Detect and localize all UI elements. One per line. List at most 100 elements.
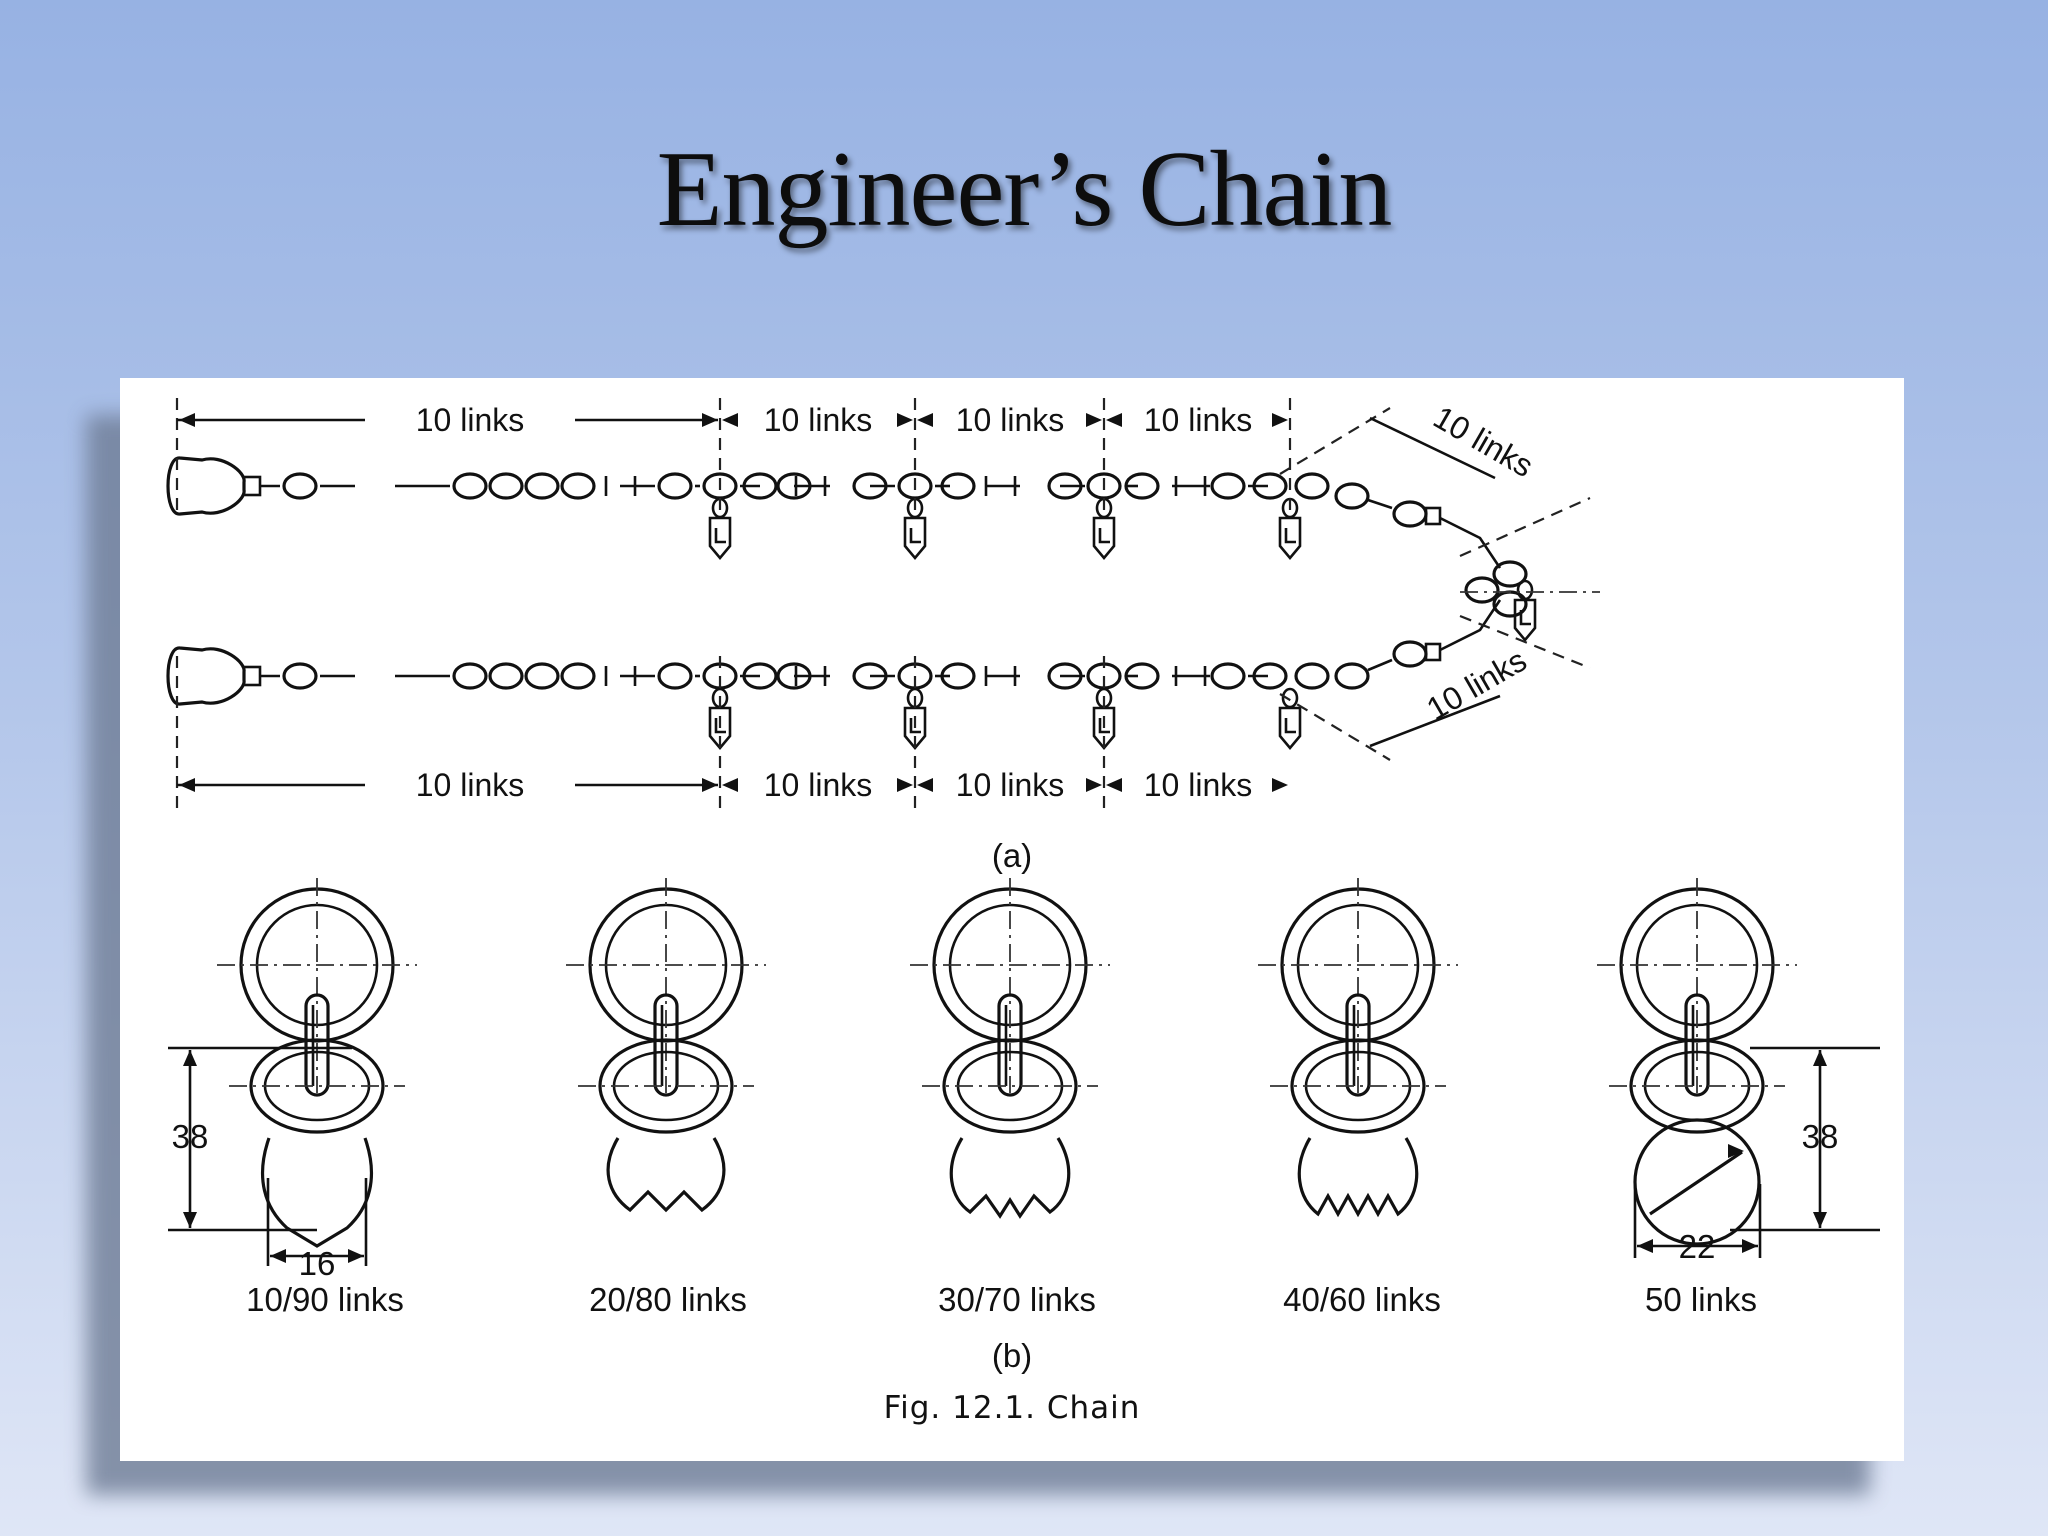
- link-bar: [1367, 658, 1393, 672]
- chain-ring: [452, 472, 488, 500]
- chain-handle: [166, 646, 246, 706]
- tally-tag: [1092, 516, 1116, 561]
- arrow-head: [348, 1249, 364, 1263]
- link-bar: [1439, 599, 1502, 652]
- chain-ring: [560, 472, 596, 500]
- chain-ring: [852, 472, 888, 500]
- extension-line: [1459, 496, 1591, 558]
- tally-lower-ring: [1629, 1038, 1765, 1134]
- arrow-head: [897, 413, 913, 427]
- chain-ring: [1334, 662, 1370, 690]
- arrow-head: [1272, 413, 1288, 427]
- top-dim-label-1: 10 links: [416, 402, 525, 438]
- tally-label-3: 30/70 links: [938, 1281, 1096, 1318]
- tally-lower-ring: [942, 1038, 1078, 1134]
- tally-connector: [997, 993, 1023, 1097]
- arrow-head: [917, 778, 933, 792]
- chain-ring: [1124, 662, 1160, 690]
- dim-16: 16: [299, 1245, 336, 1282]
- tally-tag: [1278, 516, 1302, 561]
- tally-mark: [1519, 610, 1531, 626]
- chain-handle: [166, 456, 246, 516]
- chain-diagram: 10 links 10 links 10 links 10 links 10 links…: [166, 398, 1880, 1426]
- tally-tag-body: [606, 1137, 726, 1213]
- handle-swivel: [242, 475, 262, 497]
- arrow-head: [179, 778, 195, 792]
- tally-mark: [714, 718, 726, 734]
- chain-ring: [657, 662, 693, 690]
- tally-lower-ring: [1290, 1038, 1426, 1134]
- handle-swivel: [242, 665, 262, 687]
- figure-panel: 10 links 10 links 10 links 10 links 10 links…: [120, 378, 1904, 1461]
- arrow-head: [722, 413, 738, 427]
- chain-ring: [560, 662, 596, 690]
- chain-ring: [1392, 640, 1428, 668]
- bottom-dim-label-1: 10 links: [416, 767, 525, 803]
- tally-tag-body: [1297, 1137, 1419, 1218]
- chain-ring: [1210, 472, 1246, 500]
- arrow-head: [917, 413, 933, 427]
- figure-caption: Fig. 12.1. Chain: [884, 1390, 1141, 1426]
- chain-ring: [1252, 662, 1288, 690]
- diag-dim-label-bottom: 10 links: [1421, 642, 1533, 727]
- tally-5: 50 links: [1597, 878, 1797, 1318]
- tally-mark: [1284, 718, 1296, 734]
- tally-3: 30/70 links: [910, 878, 1110, 1318]
- arrow-head: [1106, 778, 1122, 792]
- chain-ring: [1124, 472, 1160, 500]
- chain-ring: [282, 662, 318, 690]
- chain-ring: [1392, 500, 1428, 528]
- arrow-head: [179, 413, 195, 427]
- bottom-dim-label-2: 10 links: [764, 767, 873, 803]
- tally-connector: [1345, 993, 1371, 1097]
- chain-ring: [524, 662, 560, 690]
- chain-ring: [1047, 662, 1083, 690]
- arrow-head: [897, 778, 913, 792]
- tally-tag-body: [261, 1137, 373, 1248]
- tally-mark: [1284, 528, 1296, 544]
- figure-a-label: (a): [992, 837, 1032, 874]
- chain-ring: [1047, 472, 1083, 500]
- chain-layout-diagram: 10 links 10 links 10 links 10 links 10 links…: [166, 398, 1600, 813]
- tally-connector: [1684, 993, 1710, 1097]
- tally-connector: [653, 993, 679, 1097]
- tally-mark: [909, 718, 921, 734]
- figure-b-label: (b): [992, 1337, 1032, 1374]
- tally-tag: [708, 516, 732, 561]
- tally-tag: [1278, 706, 1302, 751]
- tally-tag: [903, 706, 927, 751]
- chain-ring: [1294, 662, 1330, 690]
- tally-tag: [1092, 706, 1116, 751]
- arrow-head: [270, 1249, 286, 1263]
- tally-tag-body: [949, 1137, 1071, 1219]
- chain-ring: [1464, 576, 1500, 604]
- slide-title: Engineer’s Chain: [656, 130, 1393, 249]
- chain-ring: [488, 662, 524, 690]
- arrow-head: [1106, 413, 1122, 427]
- arrow-head: [183, 1050, 197, 1066]
- tally-ring: [1516, 579, 1534, 601]
- top-chain-row: [166, 456, 1330, 561]
- arrow-head: [183, 1212, 197, 1228]
- chain-ring: [488, 472, 524, 500]
- extension-line: [1279, 407, 1391, 475]
- tally-label-2: 20/80 links: [589, 1281, 747, 1318]
- arrow-head: [702, 778, 718, 792]
- link-bar: [1367, 498, 1393, 510]
- chain-ring: [1252, 472, 1288, 500]
- dim-38-left: 38: [172, 1118, 209, 1155]
- bottom-dim-label-4: 10 links: [1144, 767, 1253, 803]
- left-dimensions: 38 16: [168, 1046, 368, 1282]
- tally-tag: [708, 706, 732, 751]
- tally-label-4: 40/60 links: [1283, 1281, 1441, 1318]
- chain-ring: [282, 472, 318, 500]
- tally-mark: [909, 528, 921, 544]
- tally-lower-ring: [249, 1038, 385, 1134]
- link-bar: [1439, 516, 1502, 569]
- top-dim-label-3: 10 links: [956, 402, 1065, 438]
- tally-tag: [903, 516, 927, 561]
- tally-1: 10/90 links: [217, 878, 417, 1318]
- arrow-head: [722, 778, 738, 792]
- dimension-line: [1369, 416, 1496, 480]
